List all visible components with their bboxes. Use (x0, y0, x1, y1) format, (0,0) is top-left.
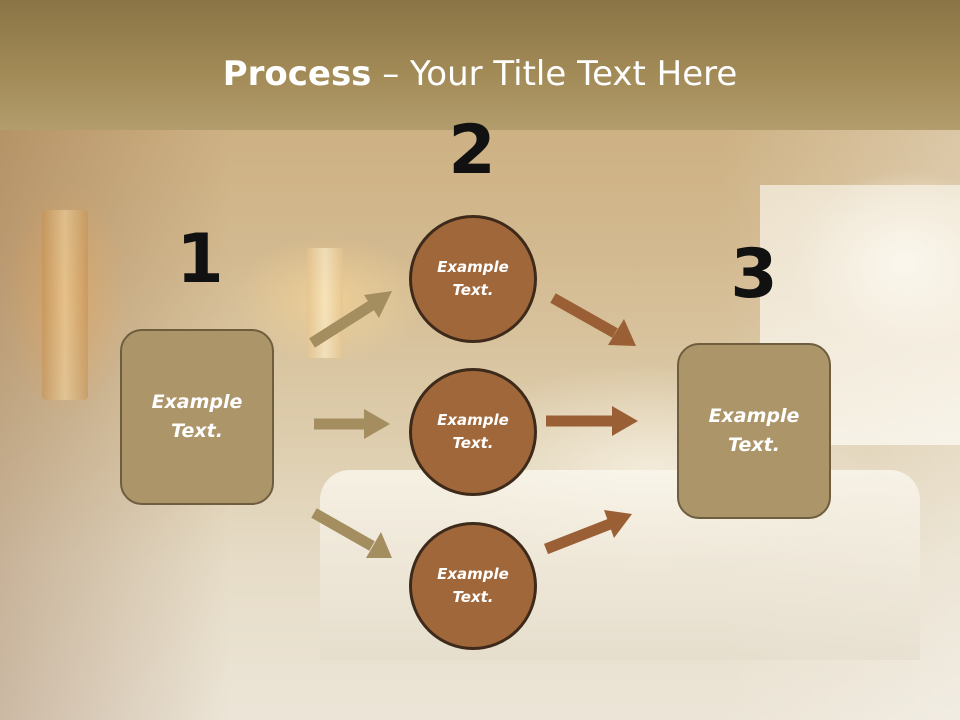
arrow-middle-to-right[interactable] (546, 406, 638, 436)
left-process-box[interactable]: Example Text. (120, 329, 274, 505)
arrow-left-to-middle[interactable] (314, 409, 390, 439)
left-box-text: Example Text. (152, 388, 243, 446)
circle-top-line1: Example (437, 258, 509, 276)
left-box-line2: Text. (171, 420, 223, 442)
right-box-text: Example Text. (709, 402, 800, 460)
process-circle-bottom[interactable]: Example Text. (409, 522, 537, 650)
arrow-left-to-bottom[interactable] (311, 508, 392, 558)
circle-top-line2: Text. (452, 281, 494, 299)
title-bar (0, 0, 960, 130)
step-number-3[interactable]: 3 (730, 235, 778, 314)
circle-bottom-text: Example Text. (437, 563, 509, 609)
process-circle-top[interactable]: Example Text. (409, 215, 537, 343)
circle-top-text: Example Text. (437, 256, 509, 302)
circle-bottom-line2: Text. (452, 588, 494, 606)
circle-middle-line2: Text. (452, 434, 494, 452)
background-lamp-left (42, 210, 88, 400)
step-number-1[interactable]: 1 (176, 220, 224, 299)
title-bold: Process (222, 54, 372, 94)
circle-middle-line1: Example (437, 411, 509, 429)
arrow-left-to-top[interactable] (309, 291, 392, 348)
circle-bottom-line1: Example (437, 565, 509, 583)
right-box-line2: Text. (728, 434, 780, 456)
arrow-bottom-to-right[interactable] (543, 510, 632, 555)
right-process-box[interactable]: Example Text. (677, 343, 831, 519)
slide-title[interactable]: Process – Your Title Text Here (0, 52, 960, 96)
right-box-line1: Example (708, 405, 800, 427)
process-circle-middle[interactable]: Example Text. (409, 368, 537, 496)
title-rest: – Your Title Text Here (371, 54, 738, 94)
step-number-2[interactable]: 2 (448, 111, 496, 190)
left-box-line1: Example (151, 391, 243, 413)
arrow-top-to-right[interactable] (550, 293, 636, 346)
circle-middle-text: Example Text. (437, 409, 509, 455)
